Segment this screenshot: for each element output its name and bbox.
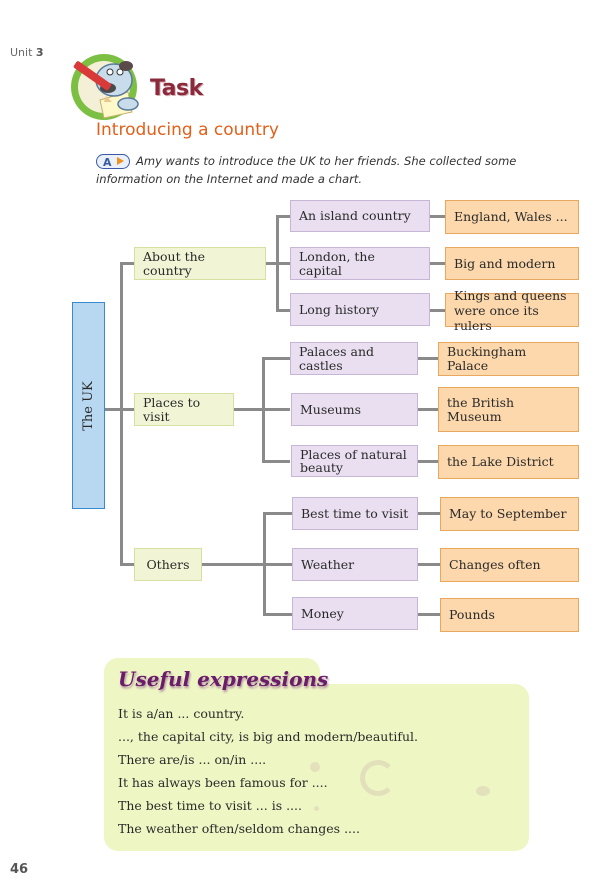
page-number: 46 <box>10 862 29 877</box>
activity-letter: A <box>103 156 112 169</box>
connector <box>262 460 290 463</box>
intro-paragraph: A Amy wants to introduce the UK to her f… <box>96 152 536 188</box>
decorative-dot-icon <box>310 762 320 772</box>
connector <box>276 215 290 218</box>
expression-item: The best time to visit ... is .... <box>118 798 302 813</box>
root-node: The UK <box>72 302 105 509</box>
intro-text: Amy wants to introduce the UK to her fri… <box>96 154 517 186</box>
detail-node: Big and modern <box>445 247 579 280</box>
connector <box>104 408 134 411</box>
root-node-label: The UK <box>80 380 96 431</box>
detail-node: Changes often <box>440 548 579 582</box>
activity-badge[interactable]: A <box>96 154 130 169</box>
topic-node: Museums <box>291 393 418 426</box>
connector <box>418 512 440 515</box>
connector <box>120 262 134 265</box>
task-title: Task <box>150 76 203 101</box>
play-arrow-icon <box>117 157 124 165</box>
section-title: Introducing a country <box>96 120 279 140</box>
expression-item: There are/is ... on/in .... <box>118 752 267 767</box>
topic-node: London, the capital <box>290 247 430 280</box>
topic-node: Money <box>292 597 418 630</box>
unit-label: Unit 3 <box>10 46 44 59</box>
decorative-dot-icon <box>476 786 490 796</box>
detail-node: the British Museum <box>438 387 579 432</box>
connector <box>262 357 265 463</box>
unit-number: 3 <box>35 46 44 59</box>
detail-node: England, Wales ... <box>445 200 579 234</box>
branch-node-others: Others <box>134 548 202 581</box>
connector <box>418 460 438 463</box>
task-mascot-icon <box>71 54 139 120</box>
connector <box>276 215 279 311</box>
detail-node: Pounds <box>440 598 579 632</box>
unit-label-text: Unit <box>10 46 33 59</box>
connector <box>263 512 292 515</box>
detail-node: Buckingham Palace <box>438 342 579 376</box>
expression-item: The weather often/seldom changes .... <box>118 821 360 836</box>
connector <box>418 563 440 566</box>
connector <box>263 613 292 616</box>
branch-node-places: Places to visit <box>134 393 234 426</box>
expression-item: ..., the capital city, is big and modern… <box>118 729 419 744</box>
decorative-dot-icon <box>314 806 319 811</box>
connector <box>418 357 438 360</box>
connector <box>418 408 438 411</box>
connector <box>430 309 445 312</box>
connector <box>430 215 445 218</box>
topic-node: Long history <box>290 293 430 326</box>
topic-node: Palaces and castles <box>290 342 418 375</box>
connector <box>418 613 440 616</box>
topic-node: Places of natural beauty <box>291 445 418 477</box>
connector <box>263 512 266 616</box>
topic-node: An island country <box>290 200 430 232</box>
expression-item: It is a/an ... country. <box>118 706 245 721</box>
connector <box>276 309 290 312</box>
detail-node: the Lake District <box>438 445 579 479</box>
detail-node: Kings and queens were once its rulers <box>445 288 579 333</box>
detail-node: May to September <box>440 497 579 531</box>
connector <box>202 563 292 566</box>
topic-node: Best time to visit <box>292 497 418 530</box>
topic-node: Weather <box>292 548 418 581</box>
expression-item: It has always been famous for .... <box>118 775 328 790</box>
connector <box>262 357 290 360</box>
connector <box>430 262 445 265</box>
connector <box>120 563 134 566</box>
decorative-swirl-icon <box>360 760 396 796</box>
branch-node-about: About the country <box>134 247 266 280</box>
useful-expressions-title: Useful expressions <box>118 667 329 691</box>
connector <box>120 262 123 566</box>
